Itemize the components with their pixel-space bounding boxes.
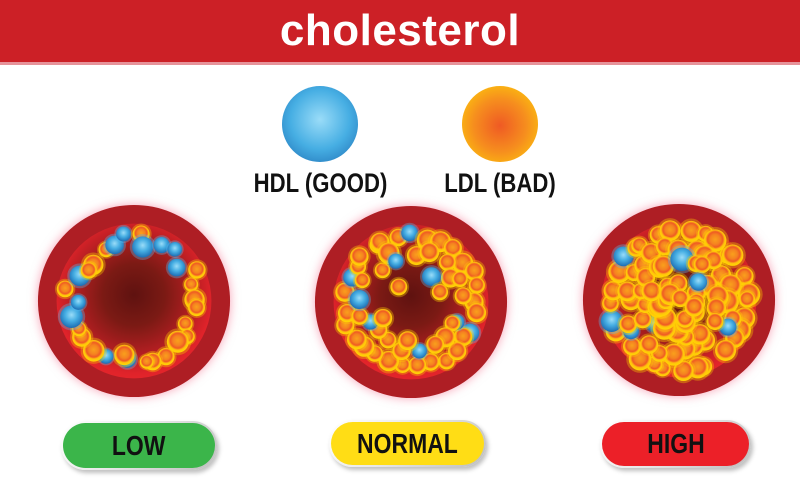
level-pill-high-body: HIGH	[602, 422, 749, 466]
legend-item-hdl: HDL (GOOD)	[250, 86, 390, 199]
level-pill-normal-label: NORMAL	[357, 427, 458, 459]
level-pill-low-body: LOW	[63, 423, 215, 468]
title-banner: cholesterol	[0, 0, 800, 65]
legend-item-ldl: LDL (BAD)	[440, 86, 560, 199]
level-pill-normal-body: NORMAL	[331, 422, 484, 465]
level-pill-low: LOW	[61, 421, 217, 470]
page-title: cholesterol	[279, 6, 521, 55]
hdl-particle-icon	[282, 86, 358, 162]
level-pill-normal: NORMAL	[329, 420, 486, 467]
artery-cross-section-low	[36, 203, 232, 399]
artery-cross-section-high	[581, 202, 777, 398]
level-pill-low-label: LOW	[112, 429, 166, 461]
hdl-label: HDL (GOOD)	[253, 168, 387, 198]
level-pill-high-label: HIGH	[646, 428, 705, 459]
artery-cross-section-normal	[313, 204, 509, 400]
ldl-particle-icon	[462, 86, 538, 162]
level-pill-high: HIGH	[600, 420, 751, 468]
ldl-label: LDL (BAD)	[444, 168, 556, 198]
